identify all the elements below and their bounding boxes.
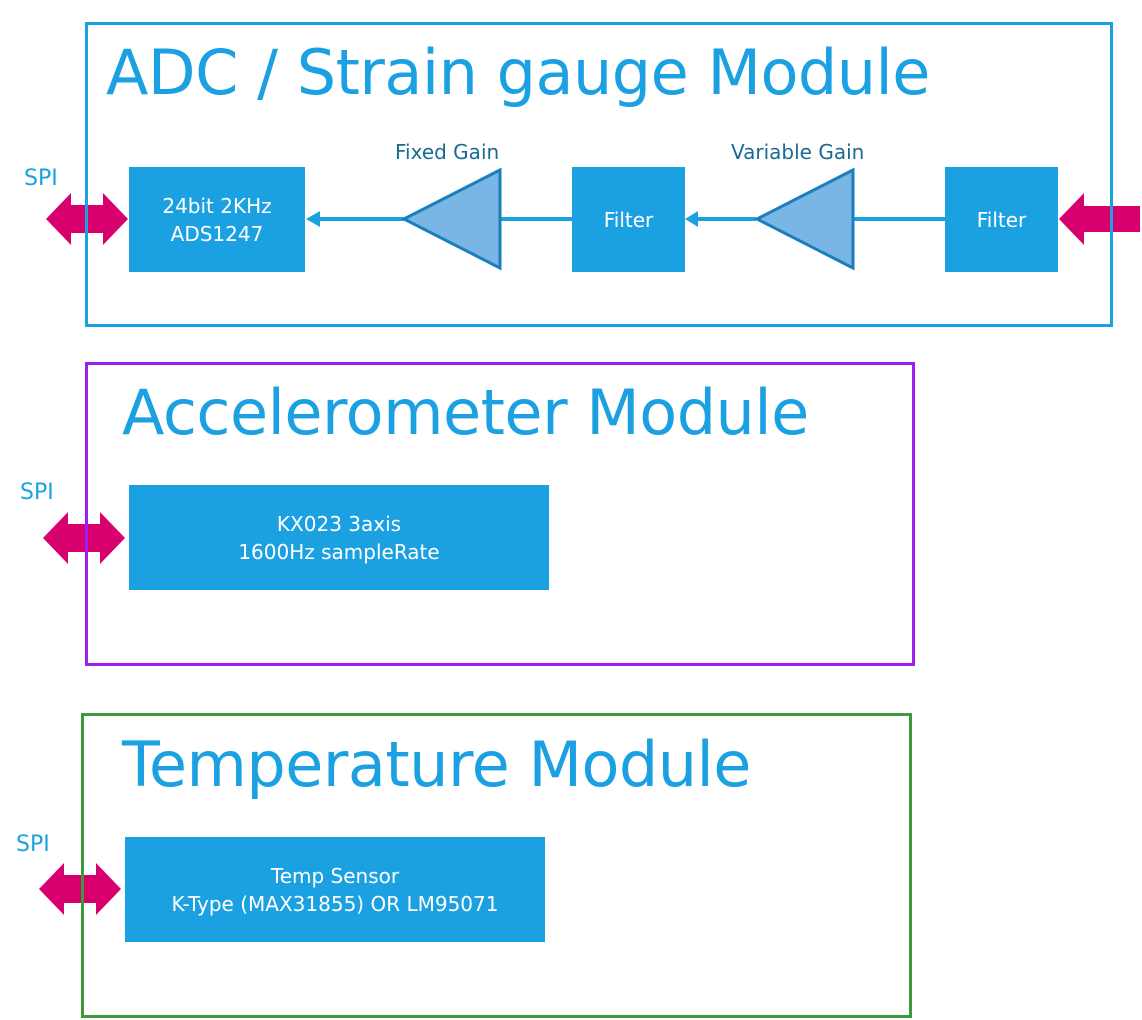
temperature-module-frame: [81, 713, 912, 1018]
filter-block-2-label: Filter: [976, 207, 1027, 232]
filter-block-2: Filter: [945, 167, 1058, 272]
temperature-sensor-line2: K-Type (MAX31855) OR LM95071: [171, 891, 499, 916]
adc-spi-label: SPI: [24, 166, 58, 191]
arrowhead-into-filter1: [685, 211, 698, 227]
adc-chip-block: 24bit 2KHz ADS1247: [129, 167, 305, 272]
accelerometer-spi-label: SPI: [20, 480, 54, 505]
adc-chip-line1: 24bit 2KHz: [162, 193, 272, 218]
variable-gain-amplifier-icon: [753, 167, 855, 271]
temperature-sensor-block: Temp Sensor K-Type (MAX31855) OR LM95071: [125, 837, 545, 942]
accelerometer-sensor-line2: 1600Hz sampleRate: [238, 539, 440, 564]
accelerometer-module-title: Accelerometer Module: [122, 376, 809, 449]
adc-module-title: ADC / Strain gauge Module: [106, 36, 930, 109]
adc-chip-line2: ADS1247: [170, 221, 264, 246]
accelerometer-sensor-line1: KX023 3axis: [276, 511, 402, 536]
filter-block-1-label: Filter: [603, 207, 654, 232]
accelerometer-module-frame: [85, 362, 915, 666]
adc-input-arrow-icon: [1059, 193, 1140, 245]
filter-block-1: Filter: [572, 167, 685, 272]
variable-gain-label: Variable Gain: [731, 140, 865, 164]
accelerometer-spi-double-arrow-icon: [43, 512, 125, 564]
fixed-gain-amplifier-icon: [400, 167, 502, 271]
temperature-module-title: Temperature Module: [122, 728, 751, 801]
temperature-sensor-line1: Temp Sensor: [270, 863, 400, 888]
temperature-spi-label: SPI: [16, 832, 50, 857]
accelerometer-sensor-block: KX023 3axis 1600Hz sampleRate: [129, 485, 549, 590]
adc-module-frame: [85, 22, 1113, 327]
temperature-spi-double-arrow-icon: [39, 863, 121, 915]
arrowhead-into-adc: [306, 211, 320, 227]
fixed-gain-label: Fixed Gain: [395, 140, 500, 164]
